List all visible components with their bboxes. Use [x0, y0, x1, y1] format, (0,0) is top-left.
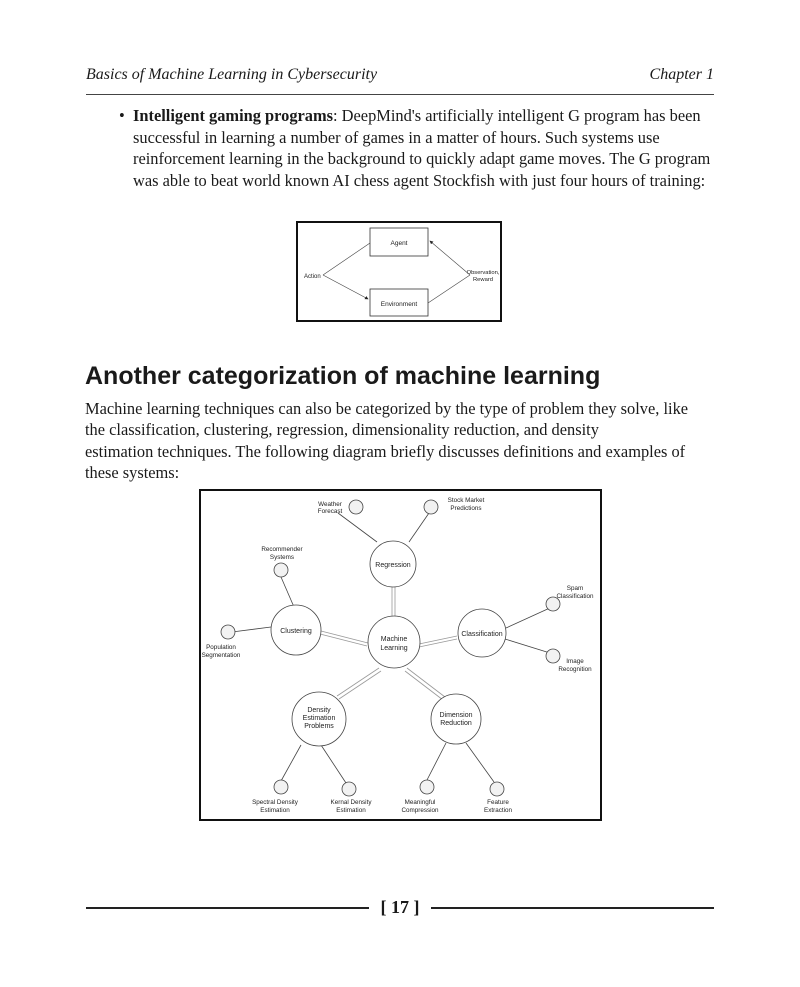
weather-label-2: Forecast [318, 508, 343, 515]
stock-label-1: Stock Market [448, 497, 485, 504]
weather-label-1: Weather [318, 501, 342, 508]
recommender-label-1: Recommender [261, 546, 302, 553]
spam-classification-node [545, 596, 561, 612]
ml-label-1: Machine [381, 636, 408, 643]
kernel-density-node [341, 781, 357, 797]
rl-diagram: Agent Environment Action Observation, Re… [296, 221, 502, 322]
population-label-2: Segmentation [202, 652, 241, 659]
section-heading: Another categorization of machine learni… [85, 362, 601, 390]
density-estimation-node [291, 691, 347, 747]
spectral-density-node [273, 779, 289, 795]
agent-box [369, 227, 429, 257]
compression-label-1: Meaningful [405, 799, 436, 806]
bullet-text: : DeepMind's artificially intelligent G … [133, 106, 711, 190]
bullet-item-gaming: • Intelligent gaming programs: DeepMind'… [119, 105, 723, 191]
book-title: Basics of Machine Learning in Cybersecur… [86, 66, 378, 83]
center-connectors [319, 586, 458, 701]
running-header: Basics of Machine Learning in Cybersecur… [86, 66, 714, 88]
bullet-term: Intelligent gaming programs [133, 106, 334, 125]
environment-box [369, 288, 429, 317]
classification-node [457, 608, 507, 658]
clustering-label: Clustering [280, 628, 312, 635]
kernel-label-1: Kernal Density [331, 799, 373, 806]
chapter-label: Chapter 1 [649, 66, 714, 83]
weather-forecast-node [348, 499, 364, 515]
ml-diagram-svg: Machine Learning Regression Clustering C… [202, 497, 594, 814]
image-label-2: Recognition [558, 666, 592, 673]
environment-label: Environment [381, 301, 418, 308]
meaningful-compression-node [419, 779, 435, 795]
leaf-nodes [220, 499, 561, 797]
action-arrow [322, 274, 369, 300]
agent-label: Agent [391, 240, 408, 247]
machine-learning-node [367, 615, 421, 669]
regression-node [369, 540, 417, 588]
kernel-label-2: Estimation [336, 807, 366, 814]
action-label: Action [304, 274, 321, 280]
recommender-node [273, 562, 289, 578]
spectral-label-2: Estimation [260, 807, 290, 814]
paragraph-line: these systems: [85, 462, 180, 482]
population-segmentation-node [220, 624, 236, 640]
paragraph-line: Machine learning techniques can also be … [85, 399, 689, 418]
footer-rule-left [86, 907, 369, 909]
clustering-node [270, 604, 322, 656]
feature-label-1: Feature [487, 799, 509, 806]
footer-rule-right [431, 907, 714, 909]
spectral-label-1: Spectral Density [252, 799, 299, 806]
observation-label: Observation, [467, 270, 500, 276]
reward-label: Reward [473, 277, 493, 283]
compression-label-2: Compression [401, 807, 439, 814]
stock-label-2: Predictions [450, 505, 481, 512]
population-label-1: Population [206, 644, 236, 651]
regression-label: Regression [375, 562, 411, 569]
observation-line-bottom [427, 274, 471, 304]
dimension-reduction-node [430, 693, 482, 745]
ml-label-2: Learning [380, 645, 407, 652]
dimension-label-1: Dimension [439, 712, 472, 719]
paragraph-line: estimation techniques. The following dia… [85, 441, 686, 461]
action-line-top [322, 242, 371, 276]
header-divider [86, 94, 714, 95]
dimension-label-2: Reduction [440, 720, 472, 727]
feature-extraction-node [489, 781, 505, 797]
ml-categories-diagram: Machine Learning Regression Clustering C… [199, 489, 602, 821]
classification-label: Classification [461, 631, 502, 638]
spam-label-1: Spam [567, 585, 583, 592]
leaf-connectors [231, 512, 553, 784]
stock-market-node [423, 499, 439, 515]
section-paragraph: Machine learning techniques can also be … [85, 398, 725, 483]
feature-label-2: Extraction [484, 807, 512, 814]
density-label-1: Density [307, 707, 331, 714]
recommender-label-2: Systems [270, 554, 294, 561]
observation-arrow [429, 240, 471, 276]
density-label-2: Estimation [303, 715, 336, 722]
image-label-1: Image [566, 658, 584, 665]
bullet-marker: • [119, 106, 125, 125]
paragraph-line: the classification, clustering, regressi… [85, 420, 599, 440]
rl-diagram-svg: Agent Environment Action Observation, Re… [304, 227, 500, 317]
density-label-3: Problems [304, 723, 334, 730]
image-recognition-node [545, 648, 561, 664]
page-number: [ 17 ] [380, 897, 420, 917]
spam-label-2: Classification [556, 593, 594, 600]
